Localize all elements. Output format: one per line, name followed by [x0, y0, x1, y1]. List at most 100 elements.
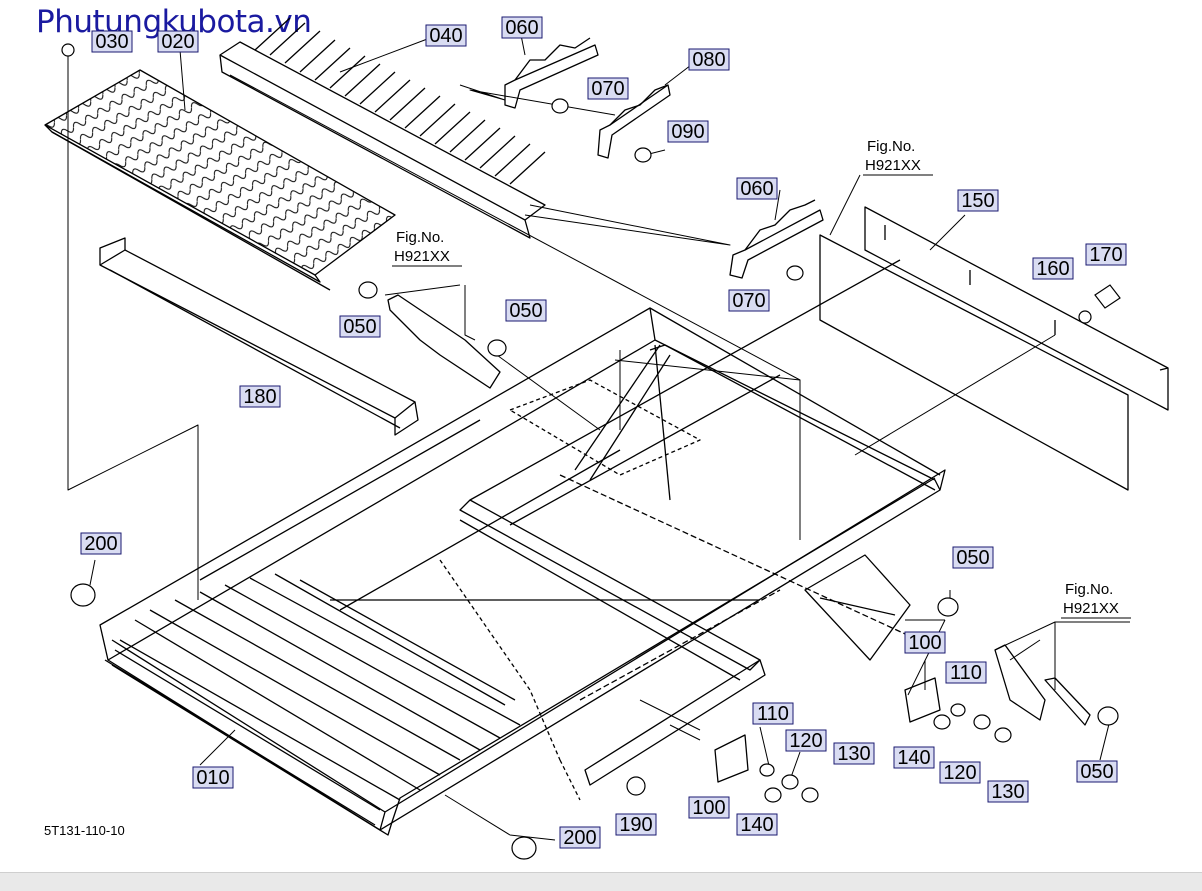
svg-text:050: 050 [509, 300, 542, 322]
svg-text:060: 060 [505, 17, 538, 39]
svg-text:130: 130 [837, 743, 870, 765]
bushing-050-mid [487, 339, 507, 357]
svg-text:190: 190 [619, 814, 652, 836]
part-label-100: 100 [688, 796, 730, 819]
svg-text:120: 120 [789, 730, 822, 752]
part-label-030: 030 [91, 30, 133, 53]
bracket-080 [597, 84, 671, 159]
washer-120-right [973, 714, 991, 730]
svg-text:100: 100 [908, 632, 941, 654]
nut-070-top [551, 98, 569, 114]
svg-text:050: 050 [343, 316, 376, 338]
rake-bar-040 [219, 17, 546, 239]
roller-200-bottom [511, 836, 537, 860]
svg-text:050: 050 [956, 547, 989, 569]
nut-130-right [994, 727, 1012, 743]
svg-text:110: 110 [950, 662, 982, 684]
part-label-050: 050 [339, 315, 381, 338]
svg-text:060: 060 [740, 178, 773, 200]
part-label-200: 200 [80, 532, 122, 555]
part-labels: 030 020 040 060 080 070 090 060 070 150 160 170 050 0… [80, 16, 1127, 849]
part-label-190: 190 [615, 813, 657, 836]
part-label-200: 200 [559, 826, 601, 849]
svg-text:H921XX: H921XX [865, 157, 921, 174]
nut-130-lower [801, 787, 819, 803]
washer-110-right [950, 703, 966, 717]
plate-right [994, 644, 1046, 721]
svg-text:020: 020 [161, 31, 194, 53]
svg-text:090: 090 [671, 121, 704, 143]
svg-text:H921XX: H921XX [1063, 600, 1119, 617]
window-bottom-bar [0, 872, 1202, 891]
part-label-100: 100 [904, 631, 946, 654]
frame-010 [99, 259, 946, 836]
part-label-120: 120 [939, 761, 981, 784]
bracket-060-mid [729, 199, 824, 279]
part-label-020: 020 [157, 30, 199, 53]
svg-text:110: 110 [757, 703, 789, 725]
part-label-040: 040 [425, 24, 467, 47]
svg-text:160: 160 [1036, 258, 1069, 280]
svg-text:100: 100 [692, 797, 725, 819]
part-label-180: 180 [239, 385, 281, 408]
part-label-120: 120 [785, 729, 827, 752]
svg-text:050: 050 [1080, 761, 1113, 783]
bushing-190 [626, 776, 646, 796]
svg-text:080: 080 [692, 49, 725, 71]
washer-160 [1078, 310, 1092, 324]
bushing-050-right [937, 597, 959, 617]
svg-text:070: 070 [732, 290, 765, 312]
svg-text:Fig.No.: Fig.No. [1065, 581, 1113, 598]
part-label-110: 110 [945, 661, 987, 684]
svg-text:070: 070 [591, 78, 624, 100]
svg-text:150: 150 [961, 190, 994, 212]
part-label-060: 060 [501, 16, 543, 39]
channel-180 [99, 237, 419, 436]
part-label-080: 080 [688, 48, 730, 71]
nut-090 [634, 147, 652, 163]
fig-ref-3: Fig.No. H921XX [1061, 581, 1131, 619]
panel-150 [819, 206, 1169, 491]
svg-text:040: 040 [429, 25, 462, 47]
bolt-140-right [933, 714, 951, 730]
svg-text:140: 140 [740, 814, 773, 836]
svg-text:200: 200 [84, 533, 117, 555]
part-label-130: 130 [833, 742, 875, 765]
washer-110-lower [759, 763, 775, 777]
part-label-090: 090 [667, 120, 709, 143]
plate-100-right [904, 677, 941, 723]
part-label-130: 130 [987, 780, 1029, 803]
part-label-150: 150 [957, 189, 999, 212]
svg-text:120: 120 [943, 762, 976, 784]
fig-ref-2: Fig.No. H921XX [863, 138, 933, 176]
svg-text:140: 140 [897, 747, 930, 769]
bolt-030 [61, 43, 75, 57]
bushing-050-far-right [1097, 706, 1119, 726]
svg-text:030: 030 [95, 31, 128, 53]
svg-text:170: 170 [1089, 244, 1122, 266]
part-label-110: 110 [752, 702, 794, 725]
screen-020 [44, 69, 396, 291]
part-label-010: 010 [192, 766, 234, 789]
part-label-170: 170 [1085, 243, 1127, 266]
part-label-050: 050 [952, 546, 994, 569]
svg-text:130: 130 [991, 781, 1024, 803]
bushing-050-left [358, 281, 378, 299]
svg-text:Fig.No.: Fig.No. [867, 138, 915, 155]
svg-text:010: 010 [196, 767, 229, 789]
part-label-140: 140 [736, 813, 778, 836]
part-label-050: 050 [1076, 760, 1118, 783]
part-label-050: 050 [505, 299, 547, 322]
part-label-140: 140 [893, 746, 935, 769]
part-label-070: 070 [587, 77, 629, 100]
svg-text:200: 200 [563, 827, 596, 849]
svg-text:Fig.No.: Fig.No. [396, 229, 444, 246]
roller-200-left [70, 583, 96, 607]
washer-120-lower [781, 774, 799, 790]
plate-right-2 [1044, 677, 1091, 726]
wing-nut-170 [1094, 284, 1121, 309]
svg-text:180: 180 [243, 386, 276, 408]
part-label-060: 060 [736, 177, 778, 200]
